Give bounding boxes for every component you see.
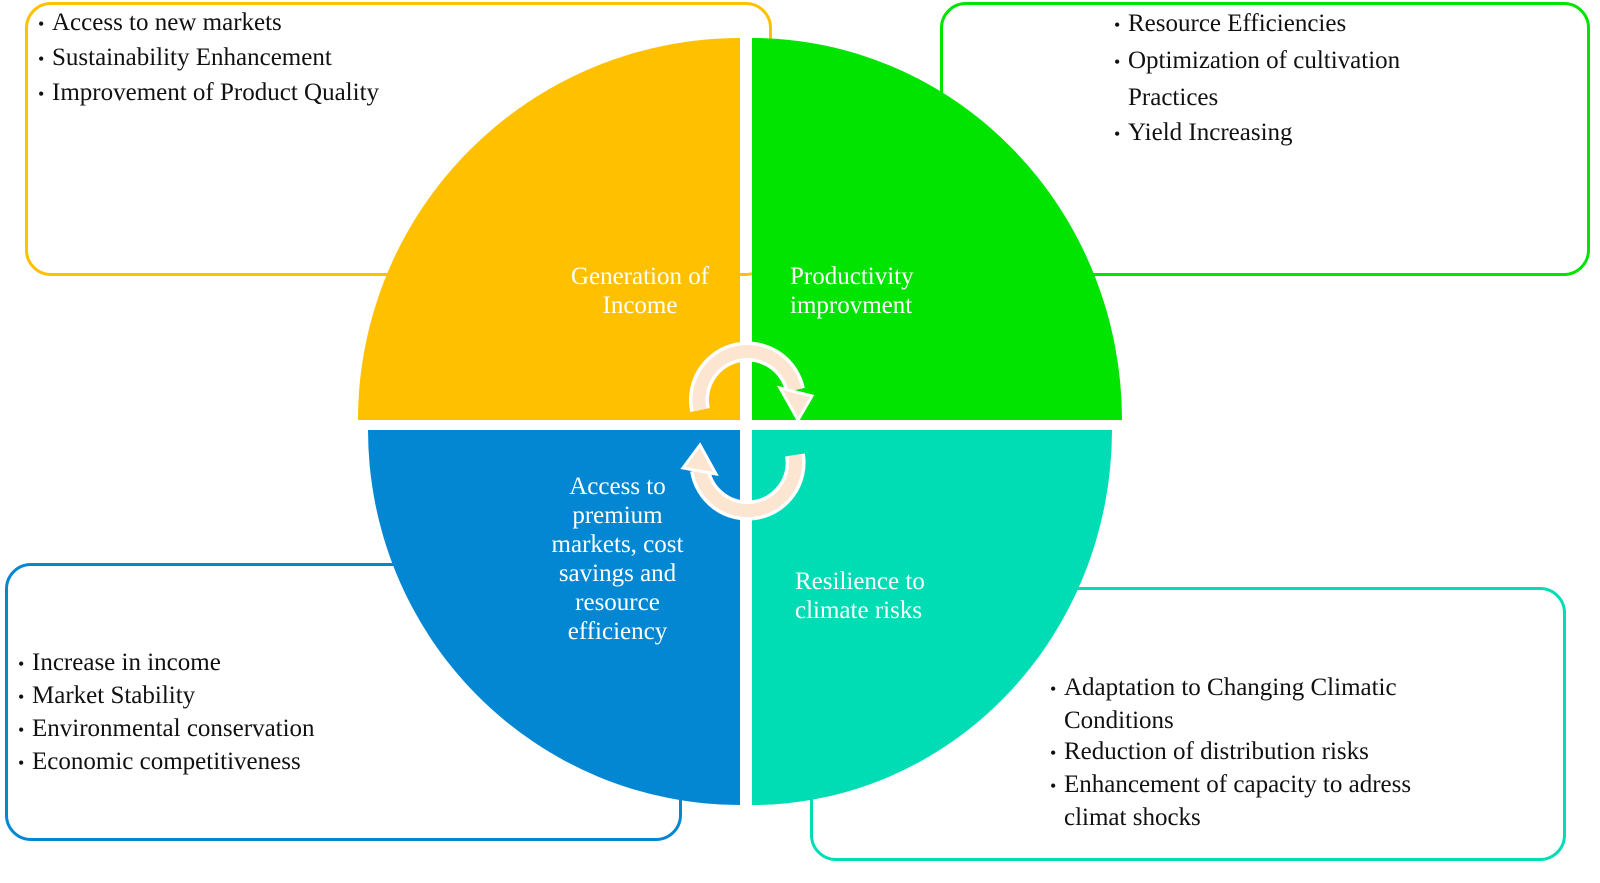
- income-bullets: Access to new markets Sustainability Enh…: [38, 6, 379, 111]
- premium-quadrant: [368, 430, 740, 805]
- productivity-bullets: Resource Efficiencies Optimization of cu…: [1114, 6, 1404, 152]
- bullet-item: Sustainability Enhancement: [38, 41, 379, 76]
- bullet-item: Optimization of cultivation Practices: [1114, 43, 1404, 115]
- resilience-label: Resilience to climate risks: [795, 568, 925, 624]
- bullet-item: Yield Increasing: [1114, 115, 1404, 152]
- bullet-item: Enhancement of capacity to adress climat…: [1050, 769, 1430, 833]
- bullet-item: Increase in income: [18, 647, 315, 680]
- resilience-bullets: Adaptation to Changing Climatic Conditio…: [1050, 672, 1430, 833]
- income-quadrant: [358, 38, 740, 420]
- bullet-item: Improvement of Product Quality: [38, 76, 379, 111]
- bullet-item: Environmental conservation: [18, 713, 315, 746]
- bullet-item: Market Stability: [18, 680, 315, 713]
- bullet-item: Adaptation to Changing Climatic Conditio…: [1050, 672, 1430, 736]
- resilience-quadrant: [752, 430, 1112, 805]
- premium-bullets: Increase in income Market Stability Envi…: [18, 647, 315, 779]
- bullet-item: Economic competitiveness: [18, 746, 315, 779]
- bullet-item: Resource Efficiencies: [1114, 6, 1404, 43]
- circular-arrows-icon: [680, 341, 815, 521]
- bullet-item: Access to new markets: [38, 6, 379, 41]
- premium-label: Access to premium markets, cost savings …: [551, 473, 684, 645]
- income-label: Generation of Income: [570, 263, 710, 319]
- productivity-label: Productivity improvment: [790, 263, 914, 319]
- productivity-quadrant: [752, 38, 1122, 420]
- bullet-item: Reduction of distribution risks: [1050, 736, 1430, 769]
